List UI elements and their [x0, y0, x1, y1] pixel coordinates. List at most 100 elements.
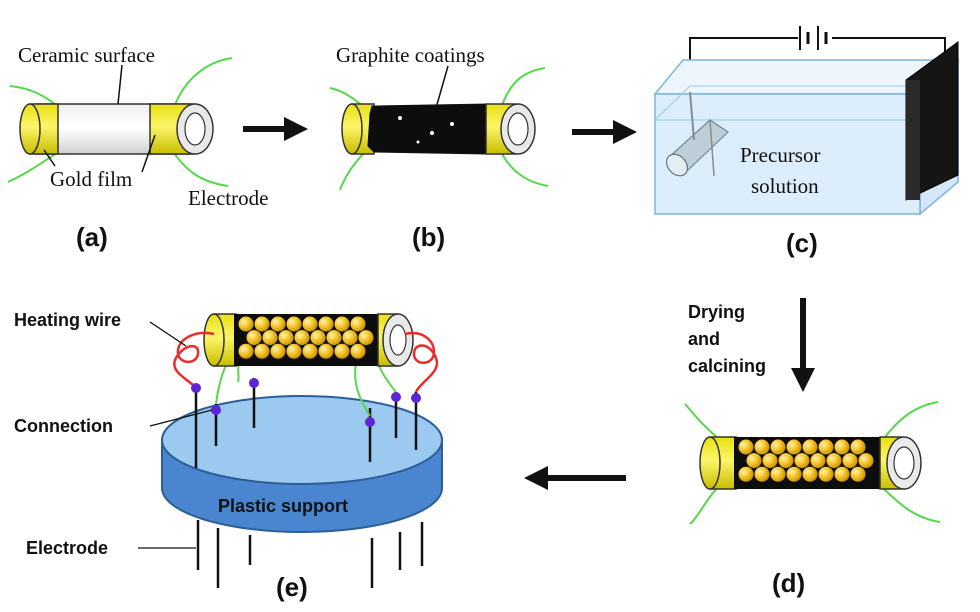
- nanoparticle: [318, 343, 334, 359]
- nanoparticle: [278, 330, 294, 346]
- tube-end-left: [203, 313, 225, 367]
- electrode-label: Electrode: [188, 186, 268, 210]
- gold-film-label: Gold film: [50, 167, 132, 191]
- panel-d: (d): [684, 401, 941, 598]
- nanoparticle: [770, 466, 786, 482]
- heating-wire-coil: [404, 331, 439, 393]
- nanoparticle: [802, 439, 818, 455]
- electrode-wire: [501, 67, 546, 106]
- panel-e-label: (e): [276, 572, 308, 602]
- panel-d-label: (d): [772, 568, 805, 598]
- nanoparticle: [810, 453, 826, 469]
- nanoparticle: [786, 439, 802, 455]
- panel-e: Plastic support Heati: [14, 310, 443, 602]
- tube-end-left: [341, 103, 363, 155]
- nanoparticle: [342, 330, 358, 346]
- heating-wire-coil: [173, 331, 215, 389]
- precursor-label-line2: solution: [751, 174, 819, 198]
- nanoparticle: [818, 439, 834, 455]
- nanoparticle: [762, 453, 778, 469]
- counter-electrode-front: [906, 80, 920, 200]
- nanoparticle: [302, 343, 318, 359]
- tube-hole-right: [389, 324, 407, 356]
- nanoparticle: [286, 343, 302, 359]
- tube-end-left: [19, 103, 41, 155]
- nanoparticle: [778, 453, 794, 469]
- nanoparticle: [310, 330, 326, 346]
- leader-line: [117, 64, 123, 105]
- electrode-wire: [884, 401, 939, 438]
- holder-wire: [689, 91, 695, 141]
- drying-label-line1: Drying: [688, 302, 745, 322]
- leader-line: [141, 134, 156, 173]
- solution-surface-back: [654, 85, 958, 121]
- nanoparticle: [270, 343, 286, 359]
- connection-dot: [191, 383, 201, 393]
- tube-end-left: [699, 436, 721, 490]
- nanoparticle: [254, 343, 270, 359]
- plastic-support-label: Plastic support: [218, 496, 348, 516]
- electrode-wire: [339, 151, 366, 191]
- connection-label: Connection: [14, 416, 113, 436]
- nanoparticle: [842, 453, 858, 469]
- particle-cluster: [738, 439, 874, 482]
- plastic-support-top: [161, 395, 443, 485]
- precursor-label-line1: Precursor: [740, 143, 820, 167]
- nanoparticle: [738, 439, 754, 455]
- nanoparticle: [350, 316, 366, 332]
- tube-hole-right: [507, 112, 529, 146]
- nanoparticle: [802, 466, 818, 482]
- panel-b: Graphite coatings (b): [329, 43, 549, 252]
- nanoparticle: [834, 439, 850, 455]
- nanoparticle: [754, 466, 770, 482]
- nanoparticle: [286, 316, 302, 332]
- drying-label-line2: and: [688, 329, 720, 349]
- nanoparticle: [350, 343, 366, 359]
- nanoparticle: [858, 453, 874, 469]
- panel-a: Ceramic surface Gold film Electrode (a): [7, 43, 268, 252]
- graphite-speck: [416, 140, 420, 144]
- panel-b-label: (b): [412, 222, 445, 252]
- tube-hole-right: [184, 112, 206, 146]
- graphite-coatings-label: Graphite coatings: [336, 43, 485, 67]
- nanoparticle: [850, 466, 866, 482]
- connection-dot: [211, 405, 221, 415]
- nanoparticle: [238, 316, 254, 332]
- ceramic-surface-label: Ceramic surface: [18, 43, 155, 67]
- nanoparticle: [302, 316, 318, 332]
- graphite-coating: [367, 103, 493, 155]
- nanoparticle: [238, 343, 254, 359]
- nanoparticle: [834, 466, 850, 482]
- electrode-wire: [689, 484, 721, 525]
- graphite-speck: [398, 116, 402, 120]
- nanoparticle: [818, 466, 834, 482]
- panel-c-label: (c): [786, 228, 818, 258]
- leader-line: [435, 65, 449, 109]
- connection-dot: [391, 392, 401, 402]
- heating-wire-label: Heating wire: [14, 310, 121, 330]
- nanoparticle: [270, 316, 286, 332]
- nanoparticle: [334, 316, 350, 332]
- circuit-wire: [832, 37, 946, 56]
- electrode-wire: [684, 403, 721, 441]
- nanoparticle: [294, 330, 310, 346]
- leader-line: [149, 409, 213, 427]
- nanoparticle: [850, 439, 866, 455]
- submerged-tube-end: [665, 153, 689, 177]
- panel-c: Precursor solution (c): [653, 26, 960, 258]
- nanoparticle: [358, 330, 374, 346]
- leader-line: [43, 149, 56, 167]
- panel-a-label: (a): [76, 222, 108, 252]
- electrode-wire: [174, 57, 233, 106]
- nanoparticle: [794, 453, 810, 469]
- electrode-wire: [171, 149, 229, 187]
- nanoparticle: [746, 453, 762, 469]
- nanoparticle: [246, 330, 262, 346]
- tube-hole-right: [893, 446, 915, 480]
- leader-line: [149, 321, 187, 347]
- electrode-label: Electrode: [26, 538, 108, 558]
- nanoparticle: [262, 330, 278, 346]
- nanoparticle: [826, 453, 842, 469]
- nanoparticle: [318, 316, 334, 332]
